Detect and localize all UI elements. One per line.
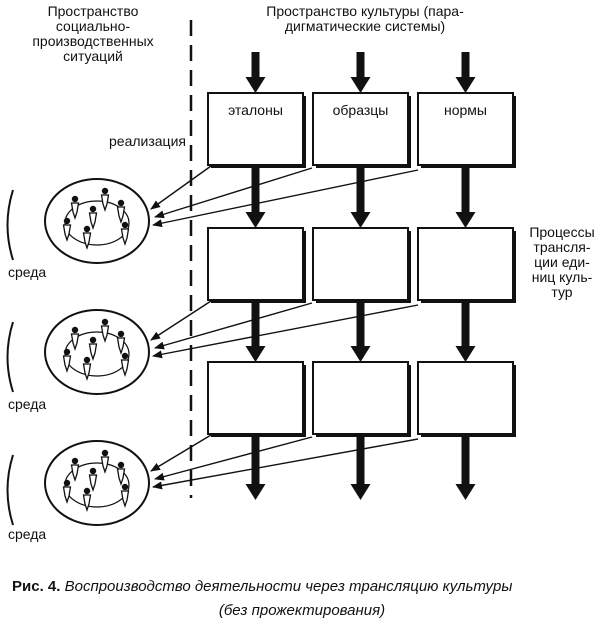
figure-caption-text: Воспроизводство деятельности через транс…: [64, 578, 513, 595]
culture-unit-box: [207, 361, 304, 435]
social-space-title-line: социально-: [55, 18, 131, 34]
person-figure: [82, 356, 92, 382]
person-figure: [62, 479, 72, 505]
transmission-arrow-head: [350, 484, 371, 500]
figure-caption-prefix: Рис. 4.: [12, 578, 61, 595]
realization-arrow: [154, 436, 313, 481]
social-group: [44, 309, 150, 395]
realization-arrow: [152, 169, 419, 228]
transmission-arrow-head: [245, 212, 266, 228]
person-figure: [100, 318, 110, 344]
person-figure: [70, 195, 80, 221]
person-figure: [88, 336, 98, 362]
realization-arrow: [154, 302, 313, 350]
person-figure: [82, 225, 92, 251]
environment-label: среда: [8, 396, 47, 412]
culture-space-title: Пространство культуры (пара- дигматическ…: [225, 4, 505, 34]
person-figure: [100, 187, 110, 213]
processes-label-line: тур: [551, 284, 573, 300]
processes-label-line: Процессы: [529, 224, 595, 240]
person-figure: [70, 457, 80, 483]
culture-unit-box: [417, 361, 514, 435]
column-label-etalons: эталоны: [228, 102, 283, 118]
column-label-samples: образцы: [332, 102, 389, 118]
figure-caption-line1: Рис. 4. Воспроизводство деятельности чер…: [12, 578, 602, 595]
person-figure: [100, 449, 110, 475]
processes-label-line: ниц куль-: [531, 269, 593, 285]
social-space-title-line: производственных: [32, 33, 154, 49]
person-figure: [120, 221, 130, 247]
culture-unit-box: [312, 361, 409, 435]
transmission-arrow-head: [455, 77, 476, 93]
culture-unit-box: [417, 227, 514, 301]
person-figure: [62, 217, 72, 243]
person-figure: [82, 487, 92, 513]
transmission-arrow-head: [245, 484, 266, 500]
social-group-circle: [44, 440, 150, 526]
transmission-arrow-head: [350, 77, 371, 93]
transmission-arrow-head: [455, 212, 476, 228]
realization-arrow: [150, 300, 212, 341]
column-label-norms: нормы: [444, 102, 487, 118]
social-group: [44, 178, 150, 264]
environment-label: среда: [8, 526, 47, 542]
transmission-arrow-head: [245, 77, 266, 93]
culture-space-title-line: дигматические системы): [284, 18, 446, 34]
boxes-group: [207, 92, 516, 437]
social-space-title-line: ситуаций: [63, 48, 123, 64]
realization-arrow: [150, 165, 212, 210]
realization-arrow: [150, 434, 212, 472]
environment-bracket: [6, 454, 14, 526]
realization-label: реализация: [109, 133, 186, 149]
processes-label-line: трансля-: [533, 239, 591, 255]
social-group: [44, 440, 150, 526]
realization-arrow: [154, 167, 313, 219]
environment-bracket: [6, 189, 14, 261]
culture-unit-box: [207, 227, 304, 301]
person-figure: [62, 348, 72, 374]
person-figure: [70, 326, 80, 352]
transmission-arrow-head: [455, 346, 476, 362]
groups-group: [44, 178, 150, 526]
thin-arrows-group: [150, 165, 419, 490]
person-figure: [116, 330, 126, 356]
culture-unit-box: [417, 92, 514, 166]
realization-arrow: [152, 304, 419, 359]
social-space-title: Пространство социально- производственных…: [18, 4, 168, 64]
social-group-circle: [44, 309, 150, 395]
social-group-circle: [44, 178, 150, 264]
culture-space-title-line: Пространство культуры (пара-: [266, 3, 464, 19]
person-figure: [88, 467, 98, 493]
environment-label: среда: [8, 264, 47, 280]
transmission-arrow-head: [245, 346, 266, 362]
transmission-arrow-head: [350, 212, 371, 228]
processes-label-line: ции еди-: [534, 254, 590, 270]
environment-bracket: [6, 321, 14, 393]
person-figure: [116, 461, 126, 487]
transmission-arrow-head: [350, 346, 371, 362]
thick-arrows-group: [245, 52, 476, 500]
figure-caption-line2: (без прожектирования): [218, 602, 386, 619]
person-figure: [120, 483, 130, 509]
person-figure: [120, 352, 130, 378]
culture-unit-box: [312, 227, 409, 301]
processes-label: Процессы трансля- ции еди- ниц куль- тур: [518, 225, 605, 300]
transmission-arrow-head: [455, 484, 476, 500]
realization-arrow: [152, 438, 419, 490]
person-figure: [88, 205, 98, 231]
social-space-title-line: Пространство: [47, 3, 139, 19]
person-figure: [116, 199, 126, 225]
